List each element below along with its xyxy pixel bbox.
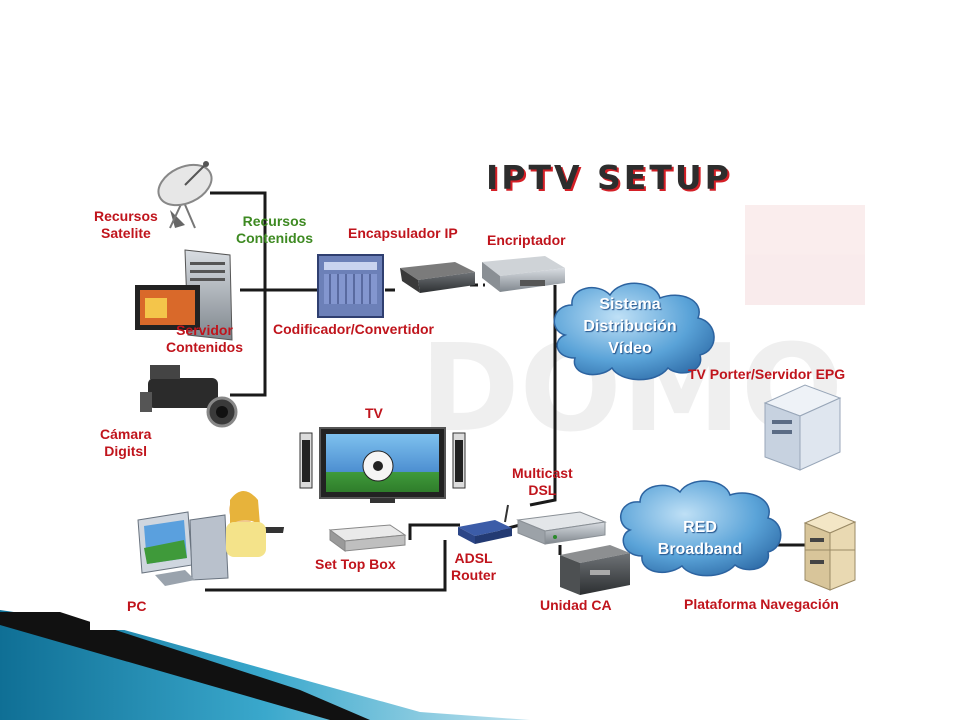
line-pc-router — [205, 540, 447, 592]
encryptor-box-icon — [482, 256, 565, 292]
label-navigation-platform: Plataforma Navegación — [684, 596, 839, 612]
label-line: Vídeo — [608, 340, 652, 357]
epg-server-icon — [763, 384, 842, 471]
label-line: Contenidos — [236, 230, 313, 246]
label-line: Recursos — [94, 208, 158, 224]
label-set-top-box: Set Top Box — [315, 556, 396, 572]
label-line: Sistema — [599, 296, 661, 313]
label-line: Router — [451, 567, 497, 583]
label-encapsulator: Encapsulador IP — [348, 225, 458, 241]
label-line: Servidor — [176, 322, 233, 338]
label-ca-unit: Unidad CA — [540, 597, 612, 613]
tv-icon — [319, 427, 446, 503]
camera-icon — [140, 365, 238, 428]
label-line: Satelite — [101, 225, 151, 241]
label-tv: TV — [365, 405, 383, 421]
label-adsl-router: ADSL Router — [451, 550, 496, 584]
label-line: ADSL — [454, 550, 493, 566]
encapsulator-box-icon — [400, 262, 475, 293]
label-encryptor: Encriptador — [487, 232, 566, 248]
label-epg-server: TV Porter/Servidor EPG — [688, 366, 846, 382]
label-pc: PC — [127, 598, 147, 614]
line-stb-router — [408, 523, 460, 540]
dsl-unit-icon — [516, 511, 607, 545]
satellite-dish-icon — [157, 161, 213, 229]
label-camera: Cámara Digitsl — [100, 426, 151, 460]
encoder-rack-icon — [317, 254, 384, 318]
ca-unit-icon — [560, 545, 630, 595]
label-line: Multicast — [512, 465, 573, 481]
server-tower-icon — [135, 249, 233, 341]
label-line: Broadband — [657, 541, 743, 558]
label-satellite-resources: Recursos Satelite — [94, 208, 158, 242]
label-line: Contenidos — [166, 339, 243, 355]
label-encoder: Codificador/Convertidor — [273, 321, 435, 337]
footer-black-swoosh — [0, 612, 370, 720]
label-content-resources: Recursos Contenidos — [236, 213, 313, 247]
cloud-icon — [620, 480, 782, 577]
label-line: Distribución — [583, 318, 677, 335]
speaker-icon — [299, 432, 466, 489]
line-encryptor-multicast — [529, 285, 557, 507]
label-multicast-dsl: Multicast DSL — [512, 465, 573, 499]
router-icon — [458, 504, 512, 544]
label-content-server: Servidor Contenidos — [166, 322, 243, 356]
label-line: DSL — [528, 482, 557, 498]
diagram-title: IPTV SETUP — [486, 158, 732, 197]
line-satellite-camera — [210, 191, 267, 397]
label-line: RED — [683, 519, 717, 536]
navigation-server-icon — [803, 511, 857, 591]
set-top-box-icon — [261, 524, 407, 552]
label-video-distribution: Sistema Distribución Vídeo — [580, 294, 680, 360]
label-line: Cámara — [100, 426, 152, 442]
label-line: Recursos — [242, 213, 307, 229]
cloud-icon — [553, 282, 715, 381]
label-line: Digitsl — [104, 443, 148, 459]
label-broadband-network: RED Broadband — [650, 517, 750, 561]
pc-icon — [137, 491, 266, 586]
